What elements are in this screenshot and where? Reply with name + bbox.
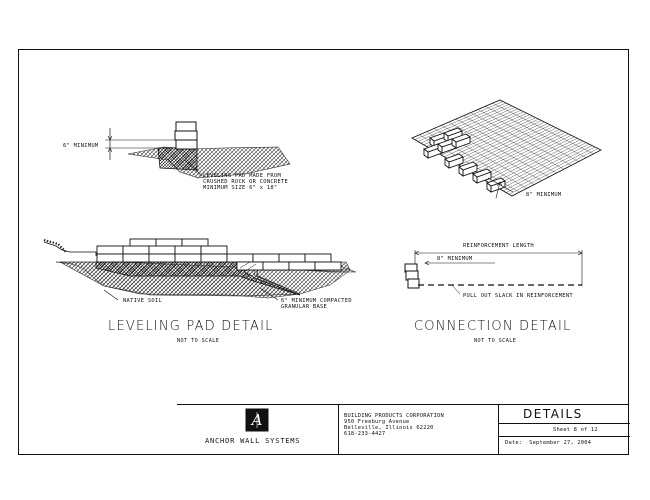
grid-strand: [455, 118, 557, 174]
grid-strand: [470, 112, 572, 166]
connection-scale-note: NOT TO SCALE: [474, 338, 517, 344]
leveling-pad-detail-title: LEVELING PAD DETAIL: [108, 319, 274, 334]
leveling-pad-material-note: LEVELING PAD MADE FROM CRUSHED ROCK OR C…: [203, 173, 289, 192]
grid-strand: [448, 122, 550, 177]
sheet-date: Date: September 27, 2004: [505, 440, 592, 446]
wall-block: [226, 253, 254, 263]
wall-block: [486, 182, 492, 193]
svg-text:A: A: [250, 411, 263, 429]
granular-base-note: 6" MINIMUM COMPACTED GRANULAR BASE: [281, 298, 352, 311]
grid-strand: [463, 115, 564, 170]
eight-inch-minimum-label: 8" MINIMUM: [437, 256, 473, 262]
company-address: BUILDING PRODUCTS CORPORATION 950 Freebu…: [344, 413, 444, 437]
sheet-number: Sheet 8 of 12: [553, 427, 598, 433]
wall-block: [122, 245, 150, 255]
connection-detail-title: CONNECTION DETAIL: [414, 319, 572, 334]
wall-block: [96, 245, 124, 255]
wall-block: [200, 245, 228, 255]
wall-block: [262, 261, 290, 271]
address-cell: BUILDING PRODUCTS CORPORATION 950 Freebu…: [338, 404, 498, 455]
grid-strand: [485, 106, 587, 158]
wall-block: [122, 253, 150, 263]
wall-block: [174, 253, 202, 263]
wall-block: [96, 253, 124, 263]
company-name: ANCHOR WALL SYSTEMS: [205, 437, 301, 445]
wall-block: [148, 253, 176, 263]
connection-elevation-detail: [404, 250, 583, 295]
eight-inch-minimum-label-iso: 8" MINIMUM: [526, 192, 562, 198]
sheet-border: [18, 49, 629, 455]
sheet-info-cell: DETAILS Sheet 8 of 12 Date: September 27…: [498, 404, 630, 455]
wall-block: [278, 253, 306, 263]
wall-block: [472, 173, 478, 184]
wall-block: [288, 261, 316, 271]
company-cell: A ANCHOR WALL SYSTEMS: [177, 404, 338, 455]
geogrid-connection-detail: [411, 99, 602, 199]
wall-block: [437, 143, 443, 154]
native-soil-label: NATIVE SOIL: [123, 298, 162, 304]
pull-out-slack-note: PULL OUT SLACK IN REINFORCEMENT: [463, 293, 573, 299]
wall-block: [252, 253, 280, 263]
wall-block: [423, 148, 429, 159]
wall-block: [314, 261, 342, 271]
six-inch-minimum-label: 6" MINIMUM: [63, 143, 99, 149]
grid-strand: [492, 103, 594, 154]
wall-block: [200, 253, 228, 263]
wall-block: [236, 261, 264, 271]
grid-strand: [499, 99, 602, 151]
wall-block: [444, 158, 450, 169]
title-block: A ANCHOR WALL SYSTEMS BUILDING PRODUCTS …: [177, 404, 630, 455]
leveling-pad-small-detail: [105, 121, 291, 179]
grid-strand: [477, 109, 579, 162]
wall-block: [174, 245, 202, 255]
wall-block: [451, 138, 457, 149]
sheet-title: DETAILS: [523, 407, 583, 421]
wall-block: [148, 245, 176, 255]
leveling-pad-main-detail: [43, 238, 357, 301]
wall-block: [304, 253, 332, 263]
wall-block: [458, 166, 464, 177]
anchor-logo-icon: A: [245, 408, 269, 432]
reinforcement-length-label: REINFORCEMENT LENGTH: [463, 243, 534, 249]
leveling-pad-scale-note: NOT TO SCALE: [177, 338, 220, 344]
